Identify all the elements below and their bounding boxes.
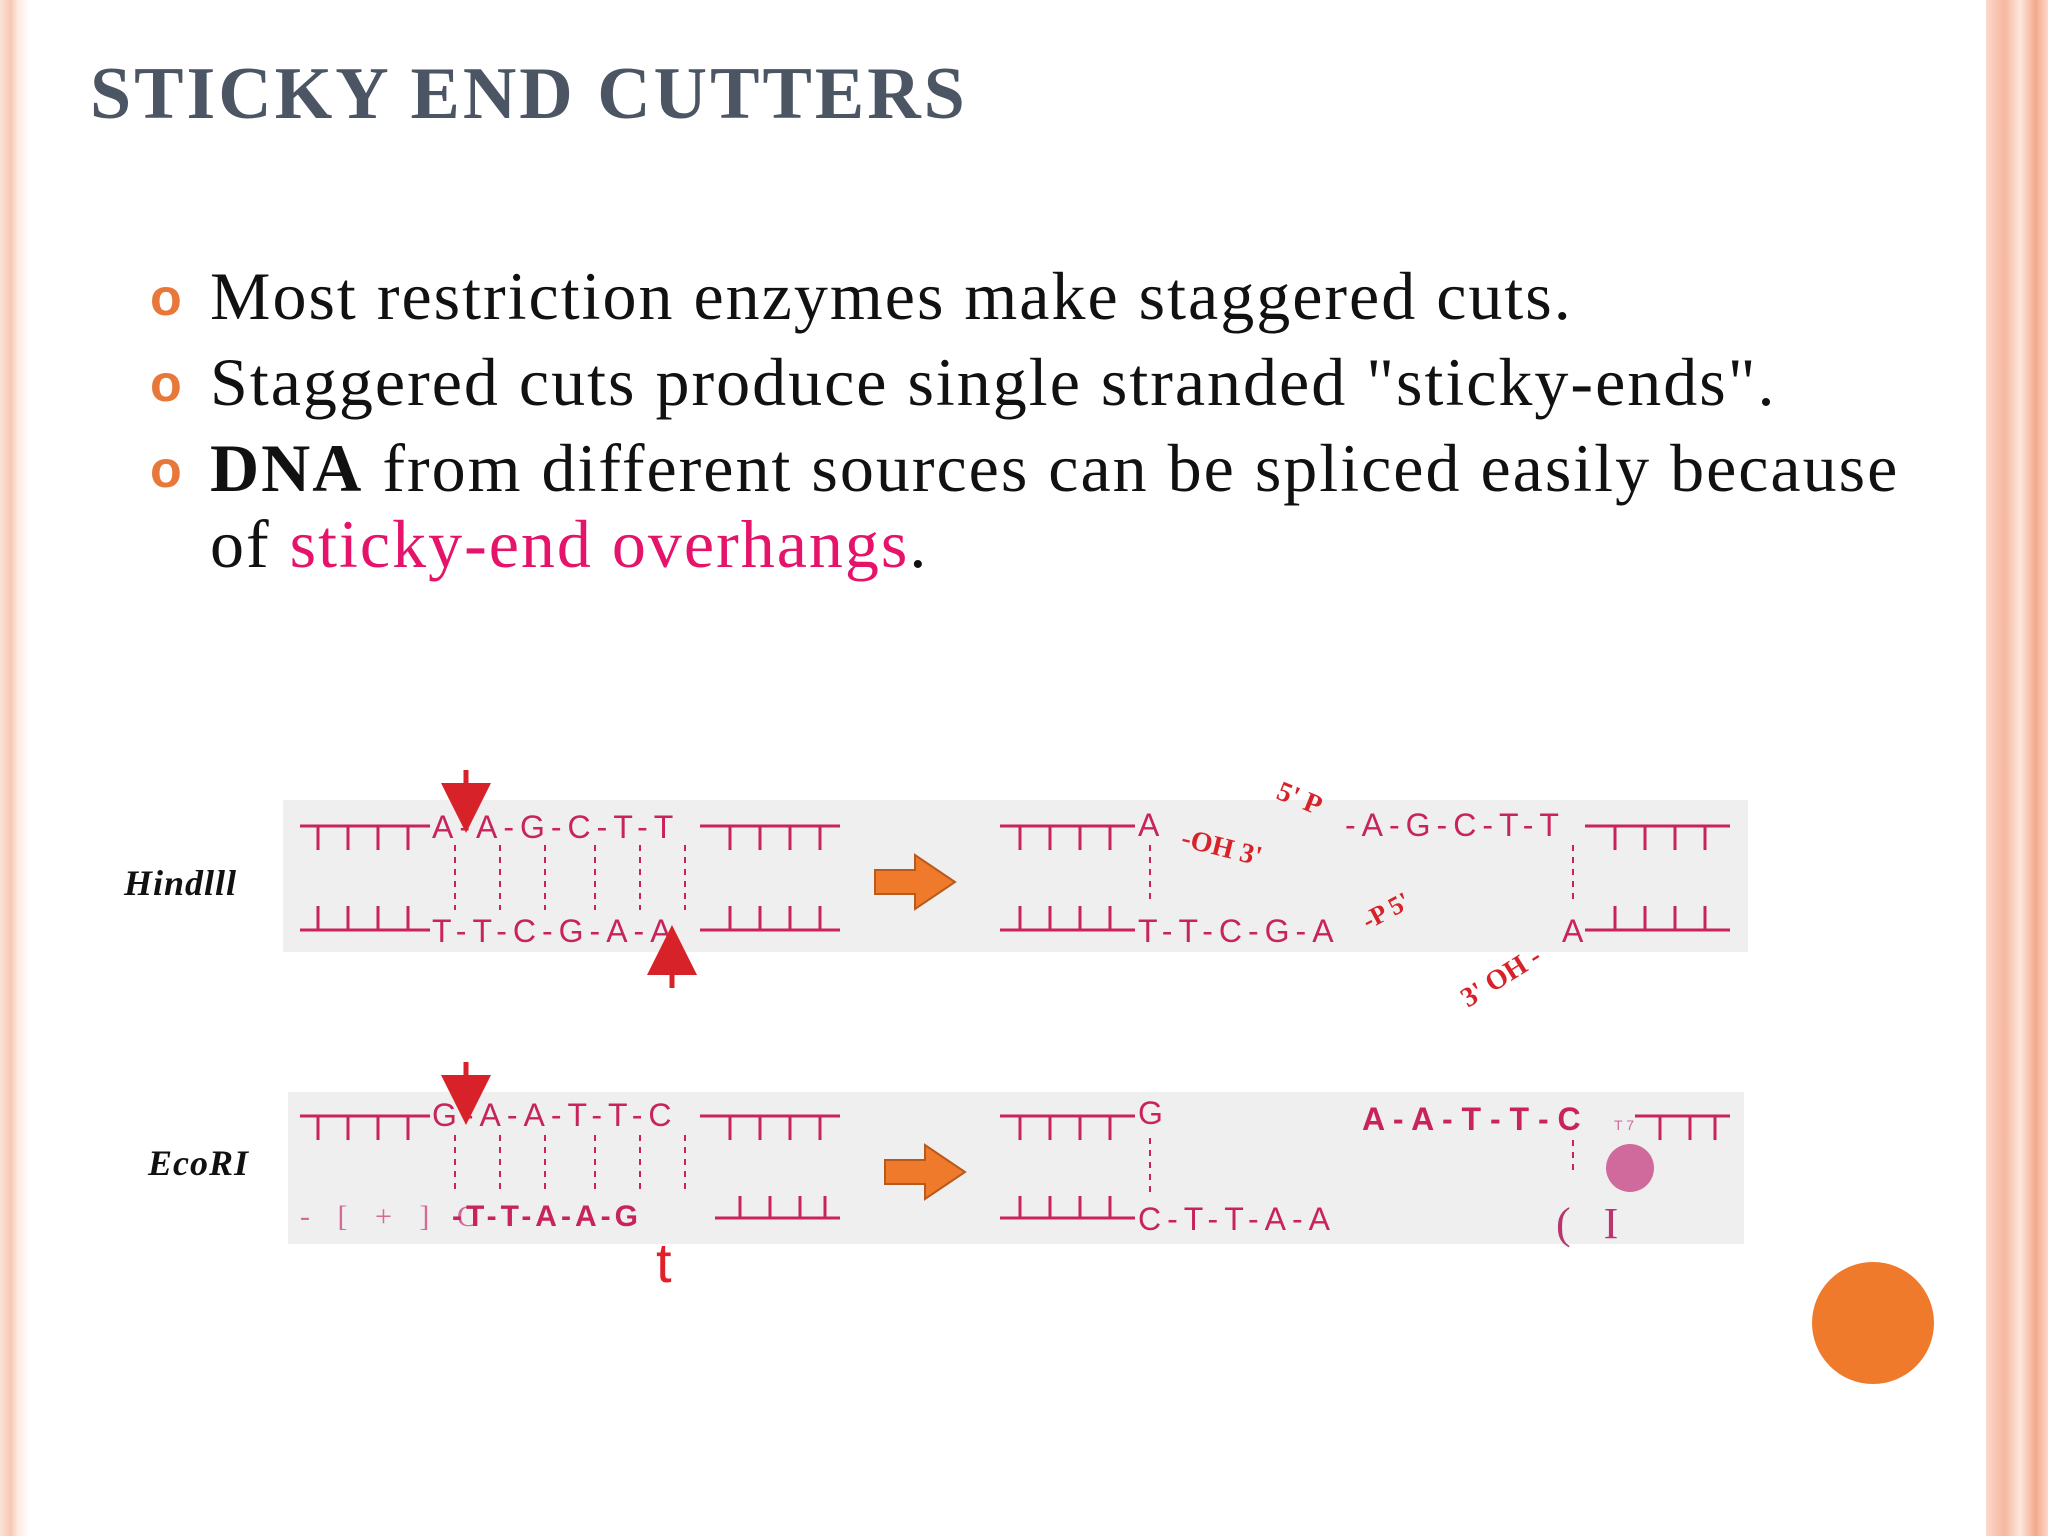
bullet-icon: o: [150, 269, 184, 327]
ecori-left-top-seq: G-A-A-T-T-C: [432, 1097, 678, 1133]
bullet-item: o Staggered cuts produce single stranded…: [150, 344, 1950, 420]
bullet-item: o Most restriction enzymes make staggere…: [150, 258, 1950, 334]
hindiii-left-top-seq: A-A-G-C-T-T: [432, 809, 679, 845]
decorative-orange-circle-icon: [1812, 1262, 1934, 1384]
ecori-right-small-marks: T 7: [1614, 1117, 1634, 1133]
bullet-icon: o: [150, 355, 184, 413]
bullet-highlight-text: sticky-end overhangs: [289, 506, 910, 582]
ecori-right-backbone: [1000, 1114, 1730, 1220]
ecori-right-bottom-seq: C-T-T-A-A: [1138, 1201, 1336, 1237]
right-border-decoration: [1986, 0, 2048, 1536]
ecori-right-bottom-marks: ( I: [1556, 1199, 1618, 1248]
hindiii-left-backbone: [300, 824, 840, 932]
ecori-label: EcoRI: [148, 1143, 250, 1183]
ecori-dot-icon: [1606, 1144, 1654, 1192]
hindiii-right-top-seq: -A-G-C-T-T: [1345, 807, 1565, 843]
hindiii-label: Hindlll: [124, 863, 238, 903]
hindiii-process-arrow-icon: [874, 853, 957, 911]
bullet-list: o Most restriction enzymes make staggere…: [150, 258, 1950, 592]
bullet-icon: o: [150, 441, 184, 499]
bullet-text: from different sources can be spliced ea…: [210, 430, 1900, 582]
hindiii-right-bottom-a: A: [1562, 913, 1584, 949]
ecori-base-pairs: [454, 1135, 686, 1195]
left-border-decoration: [0, 0, 30, 1536]
bullet-text: Most restriction enzymes make staggered …: [210, 258, 1573, 334]
bullet-post-text: .: [909, 506, 929, 582]
hindiii-right-backbone: [1000, 824, 1730, 932]
bullet-text: Staggered cuts produce single stranded "…: [210, 344, 1777, 420]
bullet-item: o DNA from different sources can be spli…: [150, 430, 1950, 582]
slide-title: STICKY END CUTTERS: [90, 53, 968, 135]
hindiii-right-bottom-seq: T-T-C-G-A: [1138, 913, 1340, 949]
ecori-right-top-g: G: [1138, 1095, 1163, 1131]
ecori-right-top-seq: A - A - T - T - C: [1362, 1101, 1581, 1137]
hindiii-left-bottom-seq: T-T-C-G-A-A: [432, 913, 678, 949]
bullet-strong-text: DNA: [210, 430, 364, 506]
ecori-left-below-letter: t: [656, 1231, 672, 1294]
ecori-left-bottom-marks: - [ + ] C: [300, 1200, 487, 1233]
ecori-left-bottom-seq: -T-T-A-A-G: [452, 1200, 642, 1233]
ecori-process-arrow-icon: [884, 1143, 967, 1201]
ecori-left-backbone: [300, 1114, 840, 1220]
hindiii-right-pairs: [1149, 845, 1574, 905]
hindiii-right-top-a: A: [1138, 807, 1160, 843]
